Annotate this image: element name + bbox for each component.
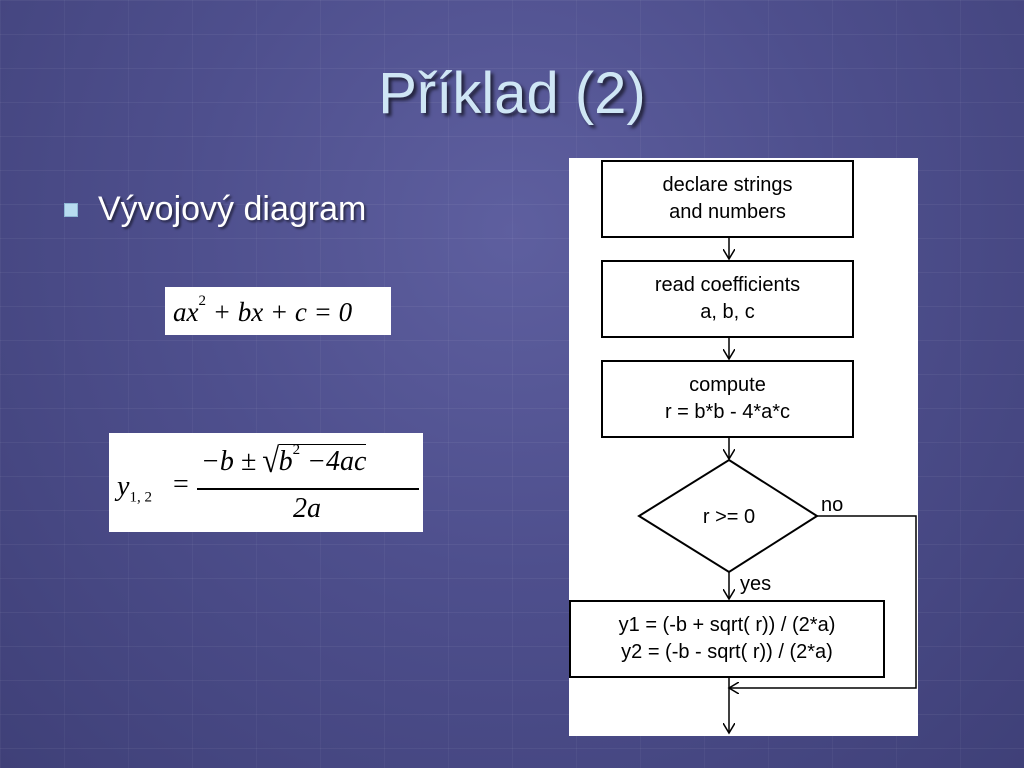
box-line: compute (689, 374, 766, 396)
flowchart-connectors (637, 238, 917, 736)
box-line: a, b, c (700, 301, 755, 323)
box-line: and numbers (669, 201, 786, 223)
decision-label: r >= 0 (702, 506, 756, 528)
box-line: r = b*b - 4*a*c (664, 401, 791, 423)
roots-denominator: 2a (293, 493, 321, 524)
eq-rest: + bx + c = 0 (212, 297, 353, 327)
square-bullet-icon (64, 202, 78, 217)
flowchart: declare strings and numbers read coeffic… (569, 158, 918, 736)
bullet-item: Vývojový diagram (64, 190, 366, 229)
flow-box-compute: compute r = b*b - 4*a*c (601, 360, 854, 438)
sqrt-icon: √ (262, 442, 280, 481)
bullet-text: Vývojový diagram (98, 190, 367, 228)
box-line: declare strings (662, 174, 793, 196)
roots-formula: y1, 2 = −b ± √b2 −4ac 2a (109, 433, 423, 532)
radicand-rest: −4ac (300, 446, 367, 477)
yes-label: yes (740, 573, 772, 595)
roots-equals: = (173, 469, 189, 500)
fraction-bar (197, 488, 419, 490)
no-branch-line (729, 515, 917, 688)
box-line: y1 = (-b + sqrt( r)) / (2*a) (618, 614, 836, 636)
no-label: no (821, 494, 844, 516)
slide-title: Příklad (2) (378, 61, 646, 126)
eq-square: 2 (198, 293, 206, 309)
radicand-square: 2 (292, 442, 301, 458)
radicand-b: b (278, 446, 293, 477)
flow-box-results: y1 = (-b + sqrt( r)) / (2*a) y2 = (-b - … (569, 600, 885, 678)
roots-lhs-subscript: 1, 2 (129, 489, 152, 506)
quadratic-equation: ax2 + bx + c = 0 (165, 287, 391, 335)
roots-numerator: −b ± √b2 −4ac (201, 442, 367, 481)
box-line: y2 = (-b - sqrt( r)) / (2*a) (621, 641, 833, 663)
box-line: read coefficients (654, 274, 801, 296)
roots-lhs: y (117, 471, 130, 502)
flow-box-read: read coefficients a, b, c (601, 260, 854, 338)
eq-ax: ax (173, 297, 199, 327)
flow-box-declare: declare strings and numbers (601, 160, 854, 238)
numerator-prefix: −b ± (201, 446, 264, 477)
